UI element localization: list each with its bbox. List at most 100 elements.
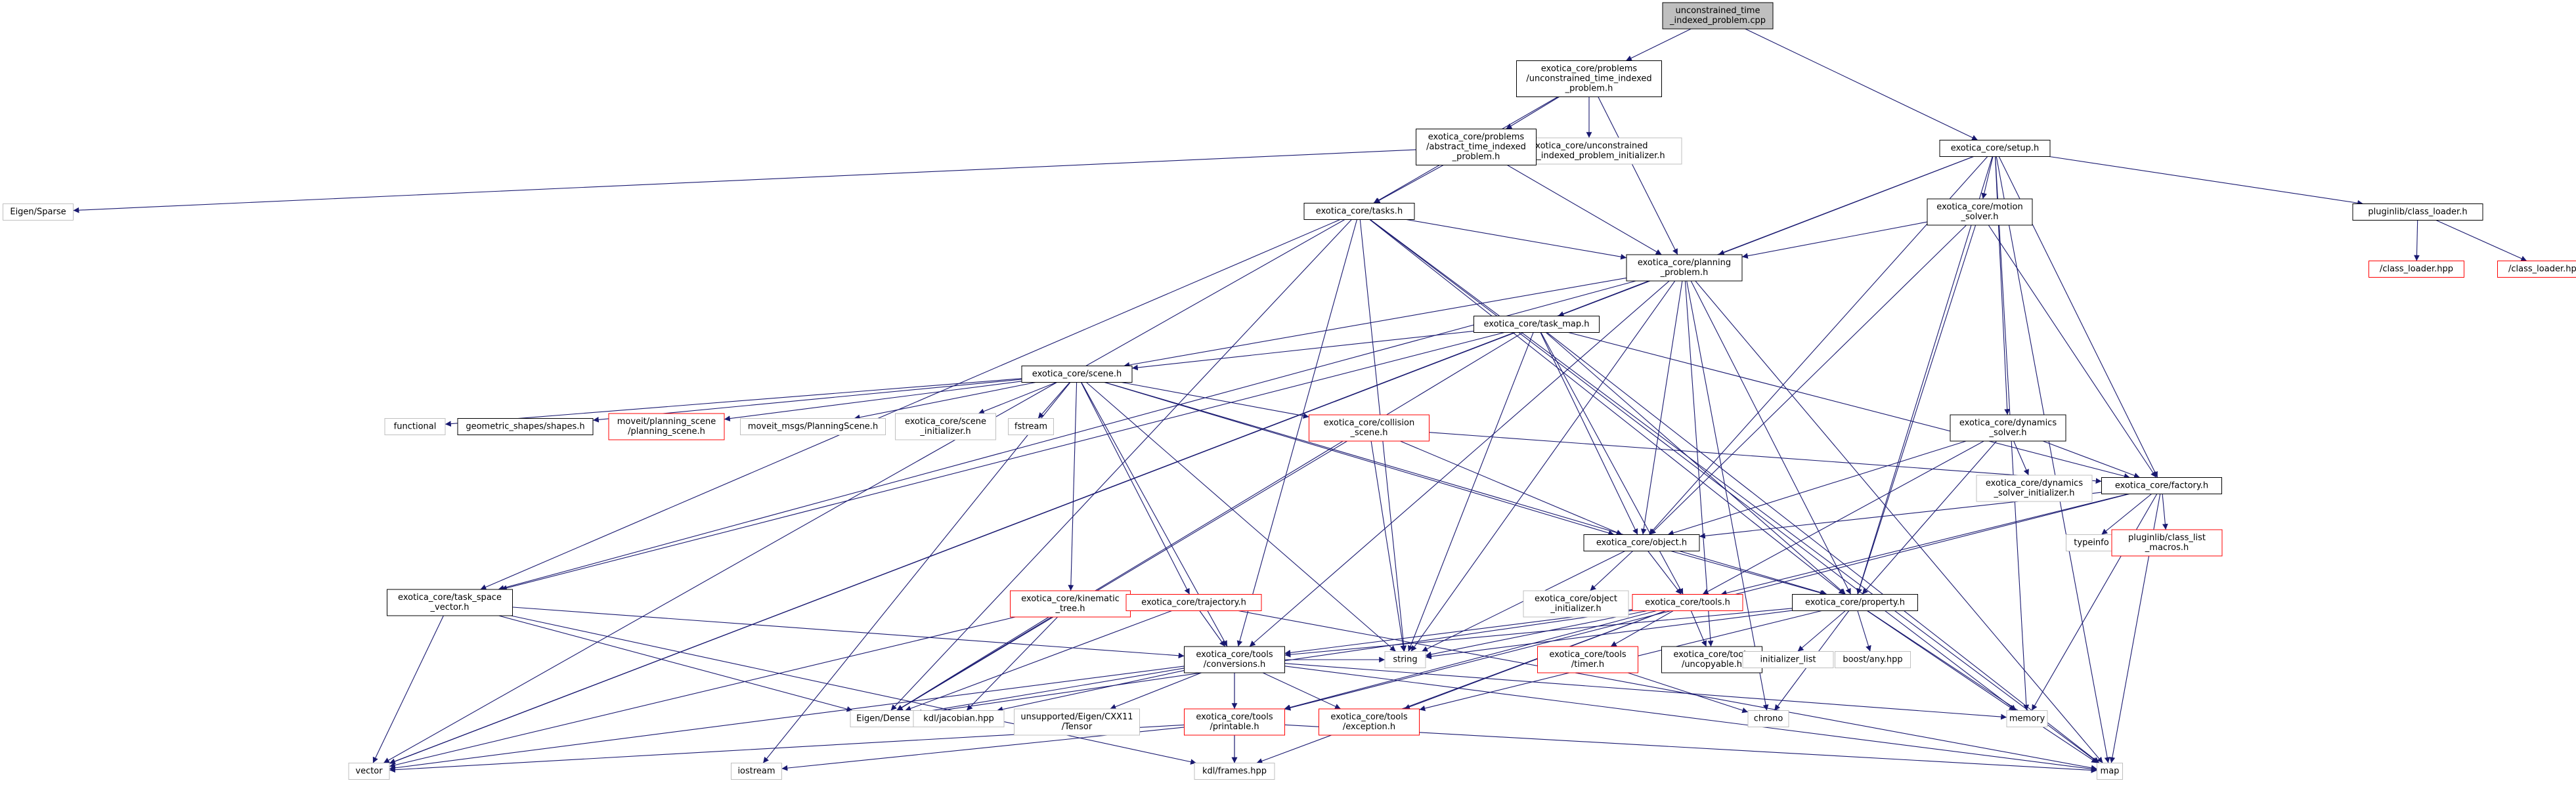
node-utip-h[interactable]: exotica_core/problems/unconstrained_time… [1516,60,1662,97]
node-scene-h[interactable]: exotica_core/scene.h [1021,366,1133,383]
edge-tools-h-to-printable-h [1284,610,1657,711]
node-moveit-ps-h[interactable]: moveit/planning_scene/planning_scene.h [608,413,725,440]
node-object-init[interactable]: exotica_core/object_initializer.h [1523,590,1629,618]
node-scene-init[interactable]: exotica_core/scene_initializer.h [895,413,996,440]
edge-factory-h-to-class-list-macros [2162,494,2168,530]
node-property-h[interactable]: exotica_core/property.h [1792,594,1918,611]
edge-task-space-vector-h-to-conversions-h [512,606,1185,659]
edge-property-h-to-initializer-list [1797,610,1846,652]
node-eigen-sparse[interactable]: Eigen/Sparse [3,203,74,221]
edge-tools-h-to-uncopyable-h [1690,610,1707,647]
node-label: geometric_shapes/shapes.h [466,422,584,432]
node-box [2066,534,2117,551]
node-box [1014,708,1140,736]
edge-tasks-h-to-planning-problem-h [1406,219,1627,260]
node-trajectory-h[interactable]: exotica_core/trajectory.h [1125,594,1262,611]
node-label: _solver_initializer.h [1993,488,2074,498]
node-shapes-h[interactable]: geometric_shapes/shapes.h [457,418,594,435]
node-functional[interactable]: functional [384,418,446,435]
node-tools-h[interactable]: exotica_core/tools.h [1632,594,1743,611]
node-conversions-h[interactable]: exotica_core/tools/conversions.h [1184,646,1285,673]
node-task-map-h[interactable]: exotica_core/task_map.h [1474,316,1600,333]
node-initializer-list[interactable]: initializer_list [1742,651,1834,668]
edge-task-space-vector-h-to-kdl-frames [510,615,1197,765]
node-memory[interactable]: memory [2006,710,2048,727]
node-box [2111,529,2223,557]
edge-scene-h-to-kinematic-tree-h [1068,382,1078,591]
node-class-list-macros[interactable]: pluginlib/class_list_macros.h [2111,529,2223,557]
node-string[interactable]: string [1384,651,1426,668]
node-box [608,413,725,440]
edge-root-to-setup-h [1745,28,1978,140]
node-class-loader-h[interactable]: pluginlib/class_loader.h [2352,203,2483,221]
node-dynamics-solver-init[interactable]: exotica_core/dynamics_solver_initializer… [1976,475,2093,502]
node-class-loader-hpp-2[interactable]: /class_loader.hpp [2497,261,2576,278]
node-vector[interactable]: vector [348,763,390,780]
node-label: exotica_core/trajectory.h [1141,598,1246,608]
node-label: exotica_core/problems [1541,64,1638,74]
node-dynamics-solver-h[interactable]: exotica_core/dynamics_solver.h [1950,414,2066,442]
node-chrono[interactable]: chrono [1747,710,1789,727]
node-box [2369,261,2464,278]
node-printable-h[interactable]: exotica_core/tools/printable.h [1184,708,1285,736]
node-timer-h[interactable]: exotica_core/tools/timer.h [1537,646,1638,673]
edge-class-loader-h-to-class-loader-hpp-2 [2435,219,2527,262]
node-label: exotica_core/object [1535,594,1617,604]
node-box [1661,646,1762,673]
node-label: exotica_core/problems [1428,133,1525,142]
edge-object-h-to-object-init [1590,551,1633,591]
node-map[interactable]: map [2097,763,2123,780]
edge-scene-h-to-moveit-msgs-ps [854,381,1036,421]
node-tensor[interactable]: unsupported/Eigen/CXX11/Tensor [1014,708,1140,736]
node-typeinfo[interactable]: typeinfo [2066,534,2117,551]
edges-layer [73,28,2527,773]
edge-conversions-h-to-exception-h [1262,672,1342,710]
node-setup-h[interactable]: exotica_core/setup.h [1939,140,2051,157]
edge-collision-scene-h-to-object-h [1400,440,1623,536]
edge-planning-problem-h-to-uncopyable-h [1684,280,1714,647]
node-atip-h[interactable]: exotica_core/problems/abstract_time_inde… [1416,129,1537,165]
node-box [1950,414,2066,442]
edge-task-map-h-to-map [1546,332,2100,763]
edge-task-map-h-to-tools-h [1540,332,1684,595]
node-box [1742,651,1834,668]
nodes-layer: unconstrained_time_indexed_problem.cppex… [3,2,2576,780]
edge-scene-h-to-functional [445,378,1022,427]
edge-scene-h-to-moveit-ps-h [724,381,1022,421]
node-box [1523,590,1629,618]
node-class-loader-hpp-1[interactable]: /class_loader.hpp [2369,261,2464,278]
node-factory-h[interactable]: exotica_core/factory.h [2101,477,2222,494]
node-label: /exception.h [1343,722,1395,732]
node-exception-h[interactable]: exotica_core/tools/exception.h [1319,708,1420,736]
node-label: _solver.h [1960,212,1998,222]
node-box [1662,2,1774,30]
node-tasks-h[interactable]: exotica_core/tasks.h [1303,203,1415,220]
node-box [2352,203,2483,221]
node-object-h[interactable]: exotica_core/object.h [1583,534,1700,551]
edge-atip-h-to-planning-problem-h [1507,165,1662,255]
node-uncopyable-h[interactable]: exotica_core/tools/uncopyable.h [1661,646,1762,673]
node-boost-any[interactable]: boost/any.hpp [1835,651,1911,668]
edge-dynamics-solver-h-to-tools-h [1702,440,1984,595]
node-label: unconstrained_time [1676,6,1760,16]
edge-dynamics-solver-h-to-property-h [1862,440,1997,595]
node-root[interactable]: unconstrained_time_indexed_problem.cpp [1662,2,1774,30]
node-label: exotica_core/motion [1936,202,2022,212]
node-label: typeinfo [2074,538,2108,548]
node-collision-scene-h[interactable]: exotica_core/collision_scene.h [1309,414,1430,442]
node-fstream[interactable]: fstream [1008,418,1054,435]
node-iostream[interactable]: iostream [731,763,782,780]
node-kdl-frames[interactable]: kdl/frames.hpp [1194,763,1275,780]
node-label: /timer.h [1571,660,1604,670]
edge-task-map-h-to-property-h [1545,332,1846,595]
edge-setup-h-to-property-h [1856,156,1993,595]
node-moveit-msgs-ps[interactable]: moveit_msgs/PlanningScene.h [740,418,886,435]
node-kdl-jacobian[interactable]: kdl/jacobian.hpp [913,710,1005,727]
edge-property-h-to-string [1425,610,1793,660]
node-eigen-dense[interactable]: Eigen/Dense [850,710,917,727]
node-planning-problem-h[interactable]: exotica_core/planning_problem.h [1626,254,1743,282]
node-task-space-vector-h[interactable]: exotica_core/task_space_vector.h [387,589,513,616]
node-motion-solver-h[interactable]: exotica_core/motion_solver.h [1927,198,2033,226]
node-kinematic-tree-h[interactable]: exotica_core/kinematic_tree.h [1010,590,1131,618]
